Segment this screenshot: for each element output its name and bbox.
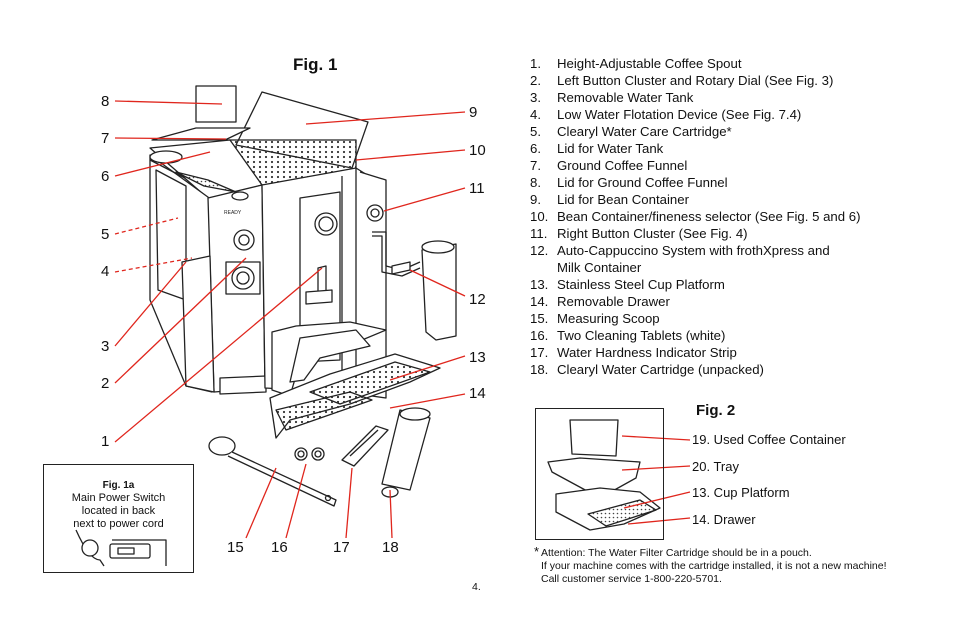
callout-13: 13: [469, 349, 486, 366]
list-item: 5. Clearyl Water Care Cartridge*: [530, 123, 940, 140]
callout-17: 17: [333, 539, 350, 556]
footnote: * Attention: The Water Filter Cartridge …: [534, 544, 934, 586]
list-item: 8. Lid for Ground Coffee Funnel: [530, 174, 940, 191]
item-number: 6.: [530, 141, 541, 156]
item-number: 2.: [530, 73, 541, 88]
list-item: 11. Right Button Cluster (See Fig. 4): [530, 225, 940, 242]
fig1a-line-2: located in back: [81, 505, 156, 517]
callout-6: 6: [101, 168, 110, 185]
item-text: Right Button Cluster (See Fig. 4): [557, 226, 748, 241]
list-item: 7. Ground Coffee Funnel: [530, 157, 940, 174]
footnote-star: *: [534, 544, 540, 559]
item-text: Clearyl Water Care Cartridge*: [557, 124, 732, 139]
callout-8: 8: [101, 93, 110, 110]
item-text: Auto-Cappuccino System with frothXpress …: [557, 243, 830, 258]
callout-12: 12: [469, 291, 486, 308]
list-item: 2. Left Button Cluster and Rotary Dial (S…: [530, 72, 940, 89]
list-item: 17. Water Hardness Indicator Strip: [530, 344, 940, 361]
callout-3: 3: [101, 338, 110, 355]
callout-16: 16: [271, 539, 288, 556]
item-text: Clearyl Water Cartridge (unpacked): [557, 362, 764, 377]
callout-7: 7: [101, 130, 110, 147]
fig2-label-cup-platform: 13. Cup Platform: [692, 485, 790, 500]
footnote-line-2: If your machine comes with the cartridge…: [541, 560, 887, 572]
callout-11: 11: [469, 180, 485, 197]
item-text: Low Water Flotation Device (See Fig. 7.4…: [557, 107, 802, 122]
fig2-title: Fig. 2: [696, 402, 736, 419]
item-text: Left Button Cluster and Rotary Dial (See…: [557, 73, 834, 88]
list-item: 14. Removable Drawer: [530, 293, 940, 310]
item-text: Lid for Water Tank: [557, 141, 664, 156]
item-text: Measuring Scoop: [557, 311, 660, 326]
item-text: Stainless Steel Cup Platform: [557, 277, 725, 292]
item-text-continued: Milk Container: [557, 260, 642, 275]
list-item: 6. Lid for Water Tank: [530, 140, 940, 157]
item-number: 14.: [530, 294, 549, 309]
item-text: Water Hardness Indicator Strip: [557, 345, 737, 360]
fig1-title: Fig. 1: [293, 55, 338, 74]
footnote-line-3: Call customer service 1-800-220-5701.: [541, 573, 722, 585]
list-item: 1. Height-Adjustable Coffee Spout: [530, 55, 940, 72]
list-item: 9. Lid for Bean Container: [530, 191, 940, 208]
item-number: 12.: [530, 243, 549, 258]
list-item: 12. Auto-Cappuccino System with frothXpre…: [530, 242, 940, 276]
callout-5: 5: [101, 226, 110, 243]
item-number: 8.: [530, 175, 541, 190]
list-item: 10. Bean Container/fineness selector (See…: [530, 208, 940, 225]
item-number: 5.: [530, 124, 541, 139]
page-number: 4.: [472, 581, 481, 593]
list-item: 16. Two Cleaning Tablets (white): [530, 327, 940, 344]
item-number: 11.: [530, 226, 548, 241]
fig1a-title: Fig. 1a: [102, 480, 135, 491]
item-number: 4.: [530, 107, 541, 122]
fig1a-line-1: Main Power Switch: [71, 492, 166, 504]
fig1a-caption: Fig. 1a Main Power Switch located in bac…: [44, 479, 193, 531]
item-text: Height-Adjustable Coffee Spout: [557, 56, 742, 71]
fig2-label-used-coffee-container: 19. Used Coffee Container: [692, 432, 846, 447]
item-number: 17.: [530, 345, 549, 360]
callout-15: 15: [227, 539, 244, 556]
item-number: 15.: [530, 311, 549, 326]
item-text: Two Cleaning Tablets (white): [557, 328, 726, 343]
item-number: 18.: [530, 362, 549, 377]
footnote-line-1: Attention: The Water Filter Cartridge sh…: [541, 547, 812, 559]
list-item: 13. Stainless Steel Cup Platform: [530, 276, 940, 293]
item-number: 13.: [530, 277, 549, 292]
callout-14: 14: [469, 385, 486, 402]
item-text: Ground Coffee Funnel: [557, 158, 688, 173]
callout-2: 2: [101, 375, 110, 392]
list-item: 18. Clearyl Water Cartridge (unpacked): [530, 361, 940, 378]
fig2-label-tray: 20. Tray: [692, 459, 739, 474]
item-number: 16.: [530, 328, 549, 343]
fig2-label-drawer: 14. Drawer: [692, 512, 756, 527]
item-text: Lid for Bean Container: [557, 192, 689, 207]
callout-1: 1: [101, 433, 110, 450]
machine-label: READY: [224, 210, 242, 216]
item-text: Bean Container/fineness selector (See Fi…: [557, 209, 861, 224]
fig1a-line-3: next to power cord: [73, 518, 164, 530]
callout-4: 4: [101, 263, 110, 280]
callout-10: 10: [469, 142, 486, 159]
callout-9: 9: [469, 104, 478, 121]
fig1a-box: Fig. 1a Main Power Switch located in bac…: [43, 464, 194, 573]
fig2-box: [535, 408, 664, 540]
item-text: Removable Drawer: [557, 294, 670, 309]
item-number: 3.: [530, 90, 541, 105]
item-number: 9.: [530, 192, 541, 207]
list-item: 3. Removable Water Tank: [530, 89, 940, 106]
item-number: 7.: [530, 158, 541, 173]
item-number: 10.: [530, 209, 549, 224]
parts-list: 1. Height-Adjustable Coffee Spout 2. Left …: [530, 55, 940, 378]
list-item: 4. Low Water Flotation Device (See Fig. 7…: [530, 106, 940, 123]
item-text: Lid for Ground Coffee Funnel: [557, 175, 728, 190]
callout-18: 18: [382, 539, 399, 556]
item-text: Removable Water Tank: [557, 90, 694, 105]
item-number: 1.: [530, 56, 541, 71]
list-item: 15. Measuring Scoop: [530, 310, 940, 327]
